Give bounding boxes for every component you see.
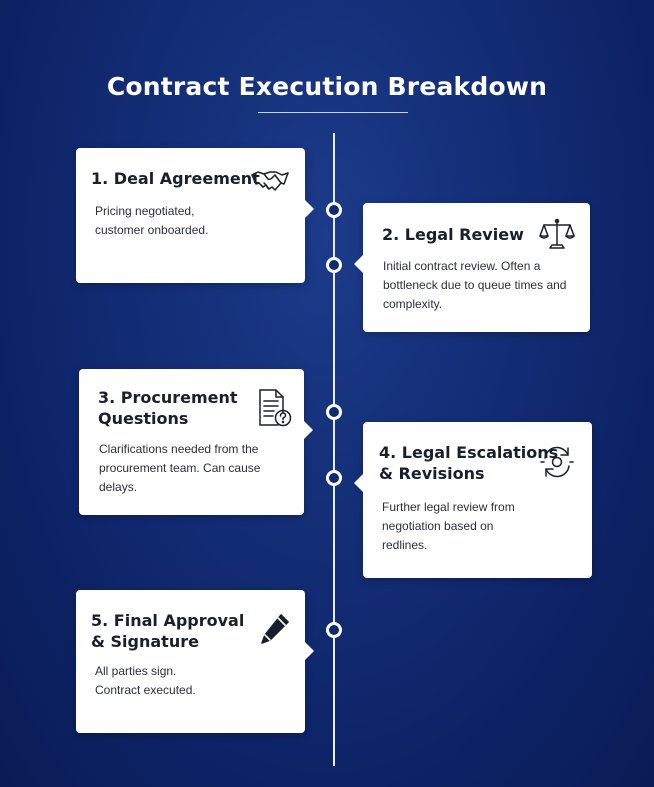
- timeline-node-4: [326, 470, 342, 486]
- step-body-line: Further legal review from: [382, 500, 515, 514]
- step-heading-line: & Revisions: [379, 464, 485, 483]
- step-body-line: Initial contract review. Often a: [383, 259, 541, 273]
- step-body: All parties sign. Contract executed.: [95, 662, 196, 700]
- step-heading-line: Questions: [98, 409, 189, 428]
- step-heading: 1. Deal Agreement: [91, 168, 260, 189]
- step-card-1: 1. Deal Agreement Pricing negotiated, cu…: [76, 148, 314, 283]
- step-heading-line: 5. Final Approval: [91, 611, 245, 630]
- step-body-line: Contract executed.: [95, 683, 196, 697]
- step-heading-line: 2. Legal Review: [382, 225, 524, 244]
- step-card-2: 2. Legal Review Initial contract review.…: [354, 203, 590, 332]
- step-body-line: Pricing negotiated,: [95, 204, 195, 218]
- step-heading: 3. Procurement Questions: [98, 387, 238, 429]
- step-body-line: complexity.: [383, 297, 443, 311]
- step-body: Further legal review from negotiation ba…: [382, 498, 515, 555]
- step-heading: 4. Legal Escalations & Revisions: [379, 442, 558, 484]
- cycle-arrows-icon: [539, 445, 575, 479]
- step-heading: 5. Final Approval & Signature: [91, 610, 244, 652]
- step-heading-line: 4. Legal Escalations: [379, 443, 559, 462]
- step-body: Pricing negotiated, customer onboarded.: [95, 202, 208, 240]
- step-body-line: procurement team. Can cause: [99, 461, 261, 475]
- page-title: Contract Execution Breakdown: [106, 72, 548, 101]
- timeline-node-2: [326, 257, 342, 273]
- document-question-icon: [257, 388, 293, 428]
- timeline-node-3: [326, 404, 342, 420]
- timeline-node-5: [326, 622, 342, 638]
- step-heading: 2. Legal Review: [382, 224, 524, 245]
- step-body-line: bottleneck due to queue times and: [383, 278, 567, 292]
- timeline-line: [333, 133, 335, 766]
- step-heading-line: & Signature: [91, 632, 199, 651]
- step-body-line: All parties sign.: [95, 664, 177, 678]
- title-underline: [258, 112, 408, 113]
- handshake-icon: [250, 166, 290, 196]
- step-body-line: redlines.: [382, 538, 428, 552]
- step-card-3: 3. Procurement Questions Clarifications …: [79, 369, 313, 515]
- timeline-node-1: [326, 202, 342, 218]
- step-body: Initial contract review. Often a bottlen…: [383, 257, 566, 314]
- step-card-4: 4. Legal Escalations & Revisions Further…: [354, 422, 592, 578]
- step-heading-line: 3. Procurement: [98, 388, 238, 407]
- step-heading-line: 1. Deal Agreement: [91, 169, 260, 188]
- scales-icon: [539, 217, 575, 251]
- step-card-5: 5. Final Approval & Signature All partie…: [76, 590, 314, 733]
- step-body: Clarifications needed from the procureme…: [99, 440, 260, 497]
- step-body-line: Clarifications needed from the: [99, 442, 259, 456]
- step-body-line: negotiation based on: [382, 519, 494, 533]
- pen-icon: [259, 612, 291, 646]
- step-body-line: customer onboarded.: [95, 223, 209, 237]
- step-body-line: delays.: [99, 480, 138, 494]
